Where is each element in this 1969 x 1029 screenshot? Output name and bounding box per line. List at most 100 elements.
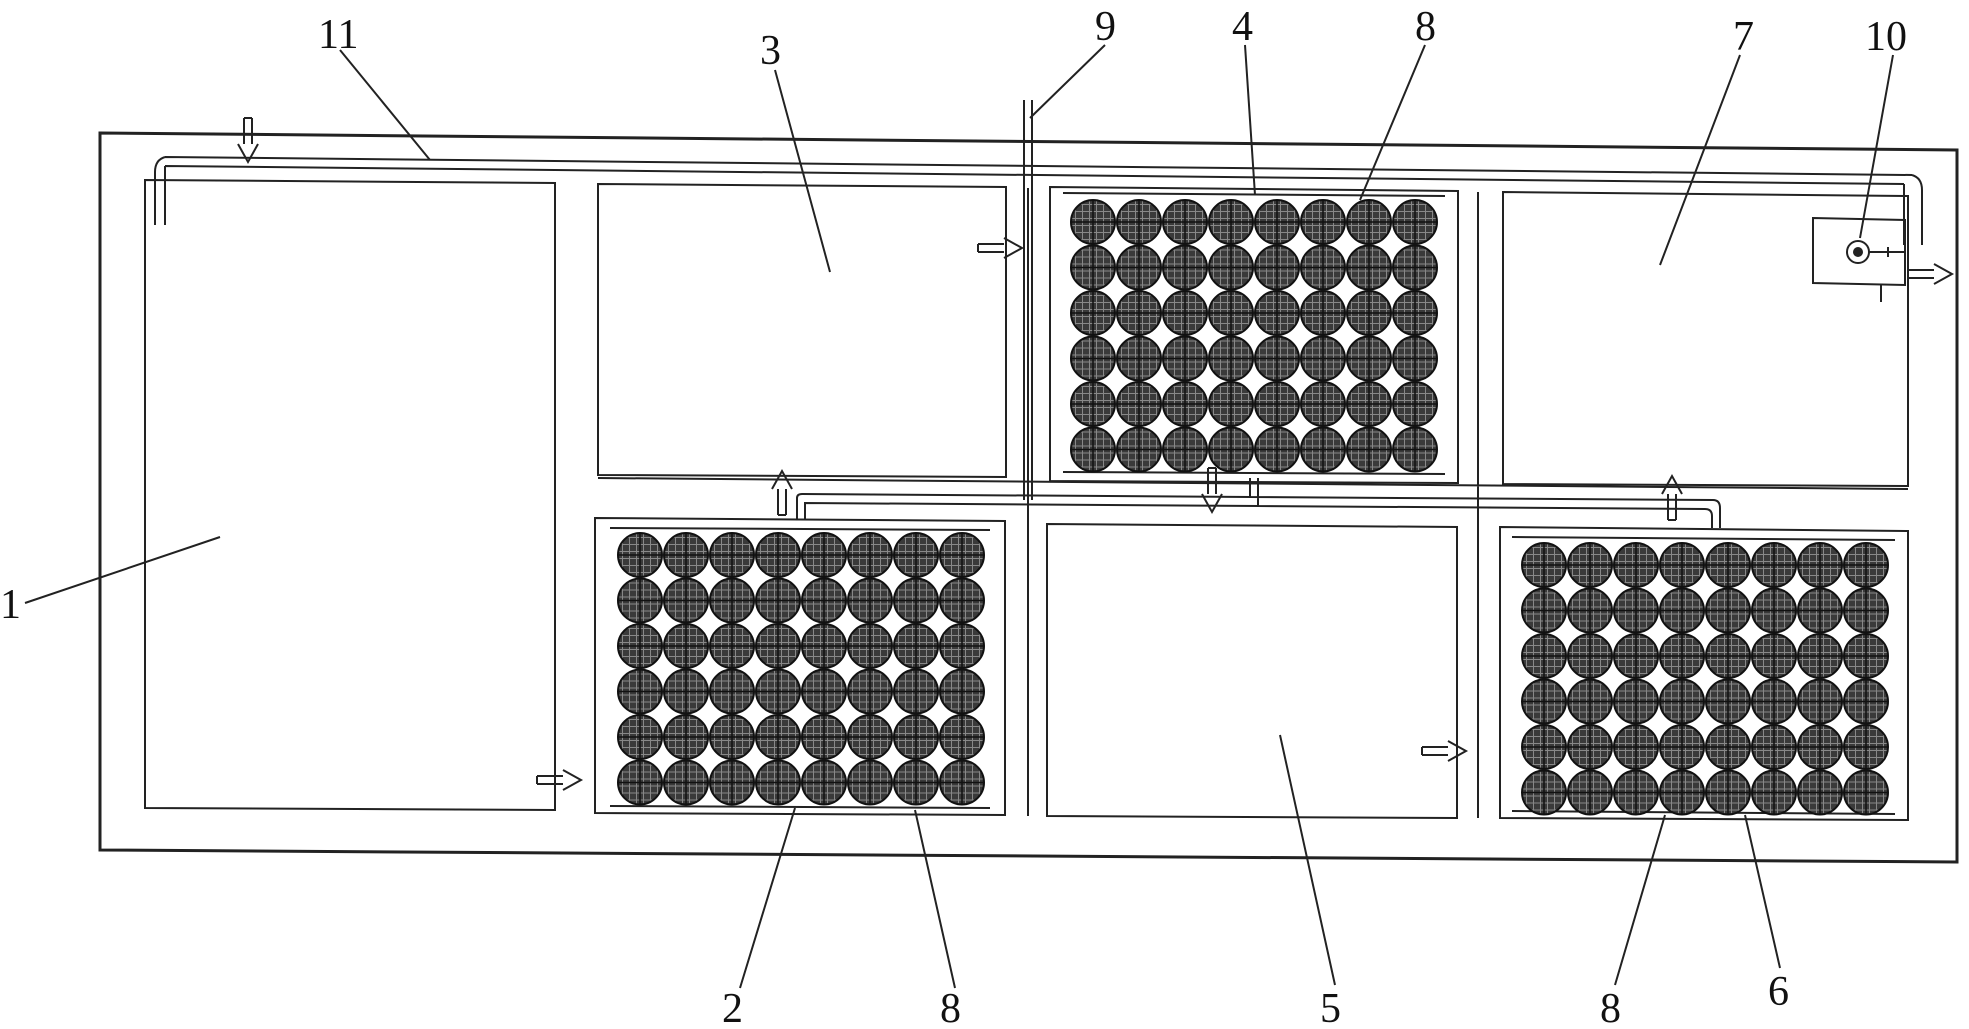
media-ball [1613, 542, 1659, 588]
media-ball [1751, 769, 1797, 816]
media-ball [1521, 633, 1567, 679]
media-ball [847, 759, 893, 806]
media-ball [617, 577, 663, 624]
media-ball [1300, 290, 1346, 336]
media-ball [1521, 769, 1567, 816]
arrow-inflow-down [237, 117, 259, 163]
media-ball [801, 759, 847, 806]
media-ball [1659, 724, 1705, 770]
media-ball [1751, 633, 1797, 679]
media-ball [1613, 678, 1659, 725]
arrow-5-to-6 [1421, 740, 1467, 762]
media-ball [617, 759, 663, 806]
media-ball [893, 668, 939, 715]
media-ball [1162, 381, 1208, 427]
media-ball [709, 532, 755, 578]
media-ball [617, 532, 663, 578]
tank-1 [144, 178, 556, 812]
label-8-top: 8 [1415, 4, 1436, 50]
media-ball [1346, 335, 1392, 382]
media-ball [1346, 290, 1392, 336]
media-ball [1208, 290, 1254, 336]
label-8-right: 8 [1600, 986, 1621, 1029]
media-ball [801, 532, 847, 578]
media-ball [847, 714, 893, 760]
media-ball [1567, 724, 1613, 770]
media-ball [1392, 426, 1438, 473]
media-ball [1070, 290, 1116, 336]
media-ball [1797, 542, 1843, 588]
media-ball [1254, 199, 1300, 245]
pump-10-outlet [1869, 247, 1904, 302]
media-ball [663, 668, 709, 715]
media-ball [755, 759, 801, 806]
media-ball [663, 714, 709, 760]
label-11: 11 [318, 12, 358, 58]
media-ball [1705, 587, 1751, 634]
media-ball [1208, 199, 1254, 245]
media-ball [1751, 678, 1797, 725]
label-2: 2 [722, 986, 743, 1029]
separator-walls [597, 188, 1909, 818]
arrow-3-to-4 [977, 237, 1023, 259]
media-ball [1346, 426, 1392, 473]
media-ball [1116, 199, 1162, 245]
media-ball [939, 759, 985, 806]
media-ball [939, 714, 985, 760]
media-ball [1162, 335, 1208, 382]
media-ball [1254, 426, 1300, 473]
label-4: 4 [1232, 4, 1253, 50]
media-ball [755, 532, 801, 578]
media-ball [1567, 633, 1613, 679]
label-5: 5 [1320, 986, 1341, 1029]
media-ball [1392, 381, 1438, 427]
label-10: 10 [1865, 14, 1907, 60]
media-ball [801, 577, 847, 624]
media-ball [847, 532, 893, 578]
tank-4 [1049, 185, 1459, 485]
media-ball [663, 759, 709, 806]
media-ball [1070, 244, 1116, 291]
media-ball [893, 623, 939, 669]
media-rails-6 [1511, 536, 1896, 815]
tank-6 [1499, 525, 1909, 822]
media-ball [1208, 381, 1254, 427]
media-ball [847, 623, 893, 669]
media-ball [1162, 199, 1208, 245]
media-ball [1070, 335, 1116, 382]
media-ball [1797, 633, 1843, 679]
media-ball [1521, 542, 1567, 588]
media-ball [709, 759, 755, 806]
media-ball [939, 577, 985, 624]
media-ball [1392, 290, 1438, 336]
media-ball [893, 577, 939, 624]
media-ball [801, 714, 847, 760]
media-ball [755, 714, 801, 760]
media-ball [1659, 542, 1705, 588]
media-ball [1843, 678, 1889, 725]
media-ball [847, 668, 893, 715]
media-ball [1392, 335, 1438, 382]
media-ball [1751, 724, 1797, 770]
label-9: 9 [1095, 4, 1116, 50]
media-ball [893, 714, 939, 760]
media-ball [617, 623, 663, 669]
media-ball [1346, 244, 1392, 291]
arrow-1-to-2 [536, 769, 582, 791]
media-ball [1843, 724, 1889, 770]
tank-2 [594, 516, 1006, 817]
media-ball [1797, 769, 1843, 816]
media-ball [1613, 633, 1659, 679]
label-6: 6 [1768, 969, 1789, 1015]
media-ball [1070, 199, 1116, 245]
arrow-2-to-3 [771, 470, 793, 516]
media-ball [1208, 335, 1254, 382]
media-group-6 [1521, 542, 1889, 816]
media-ball [709, 623, 755, 669]
media-ball [663, 623, 709, 669]
pump-10-core [1853, 247, 1863, 257]
media-ball [1751, 542, 1797, 588]
media-ball [617, 714, 663, 760]
media-ball [755, 623, 801, 669]
